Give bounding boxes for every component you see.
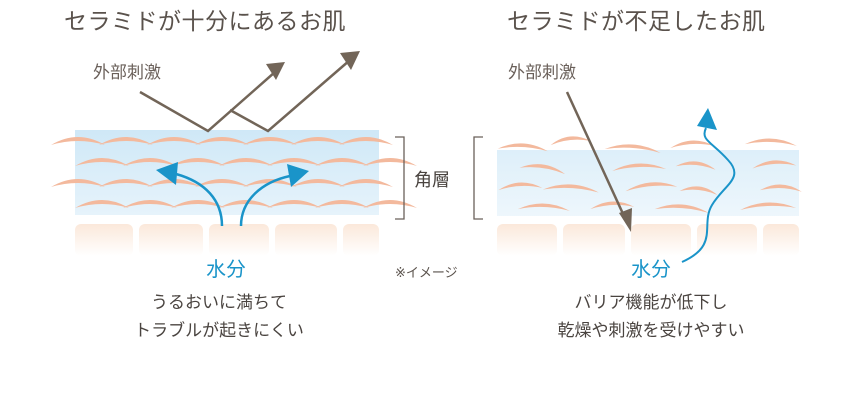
- right-water-label: 水分: [631, 257, 671, 281]
- left-stimulus-arrows: [139, 51, 360, 133]
- right-stimulus-arrow: [565, 91, 632, 232]
- left-panel-title: セラミドが十分にあるお肌: [64, 9, 346, 35]
- ceramide-cell: [654, 204, 709, 213]
- layer-brackets: [395, 136, 483, 220]
- right-panel-title: セラミドが不足したお肌: [507, 9, 766, 35]
- stratum-corneum-label: 角層: [414, 170, 450, 191]
- image-note: ※イメージ: [395, 266, 458, 281]
- ceramide-cell: [315, 158, 369, 166]
- left-lower-skin-cells: [75, 224, 379, 256]
- right-caption-line-1: バリア機能が低下し: [574, 293, 728, 313]
- right-lower-skin-cells: [497, 224, 799, 256]
- ceramide-cell: [590, 201, 635, 210]
- left-caption: うるおいに満ちて トラブルが起きにくい: [94, 289, 344, 345]
- ceramide-cell: [740, 202, 797, 210]
- ceramide-cell: [123, 200, 177, 208]
- ceramide-cell: [195, 137, 249, 145]
- left-water-arrows: [156, 162, 309, 227]
- ceramide-cell: [675, 161, 716, 170]
- ceramide-cell: [752, 160, 797, 169]
- ceramide-cell: [519, 164, 566, 175]
- ceramide-cell: [291, 137, 345, 145]
- left-ceramide-cells: [51, 137, 417, 208]
- ceramide-cell: [517, 203, 570, 211]
- ceramide-cell: [291, 179, 345, 187]
- ceramide-cell: [604, 144, 661, 153]
- ceramide-cell: [498, 182, 543, 191]
- ceramide-cell: [195, 179, 249, 187]
- ceramide-cell: [51, 137, 105, 145]
- right-caption: バリア機能が低下し 乾燥や刺激を受けやすい: [521, 289, 781, 345]
- ceramide-cell: [51, 179, 105, 187]
- ceramide-cell: [147, 137, 201, 145]
- ceramide-cell: [171, 200, 225, 208]
- ceramide-cell: [315, 200, 369, 208]
- right-caption-line-2: 乾燥や刺激を受けやすい: [557, 321, 745, 341]
- right-stimulus-label: 外部刺激: [508, 63, 576, 83]
- left-caption-line-2: トラブルが起きにくい: [134, 321, 304, 341]
- ceramide-cell: [99, 179, 153, 187]
- ceramide-cell: [759, 184, 802, 192]
- ceramide-cell: [339, 137, 393, 145]
- ceramide-cell: [171, 158, 225, 166]
- ceramide-cell: [670, 140, 715, 149]
- right-ceramide-cells: [497, 136, 802, 213]
- ceramide-cell: [243, 137, 297, 145]
- ceramide-cell: [75, 200, 129, 208]
- ceramide-cell: [267, 200, 321, 208]
- left-stratum-corneum-background: [75, 130, 379, 215]
- right-water-arrow: [681, 108, 736, 263]
- right-skin-diagram: [497, 136, 802, 256]
- ceramide-cell: [219, 158, 273, 166]
- ceramide-cell: [267, 158, 321, 166]
- ceramide-cell: [497, 143, 548, 152]
- ceramide-cell: [679, 186, 718, 195]
- ceramide-cell: [625, 182, 678, 192]
- ceramide-cell: [612, 163, 667, 171]
- ceramide-cell: [542, 184, 599, 193]
- ceramide-cell: [744, 138, 797, 146]
- left-skin-diagram: [51, 130, 417, 256]
- ceramide-cell: [339, 179, 393, 187]
- left-water-label: 水分: [206, 257, 246, 281]
- left-stimulus-label: 外部刺激: [93, 63, 161, 83]
- ceramide-cell: [123, 158, 177, 166]
- left-caption-line-1: うるおいに満ちて: [151, 293, 287, 313]
- ceramide-cell: [75, 158, 129, 166]
- ceramide-cell: [550, 136, 591, 146]
- ceramide-cell: [99, 137, 153, 145]
